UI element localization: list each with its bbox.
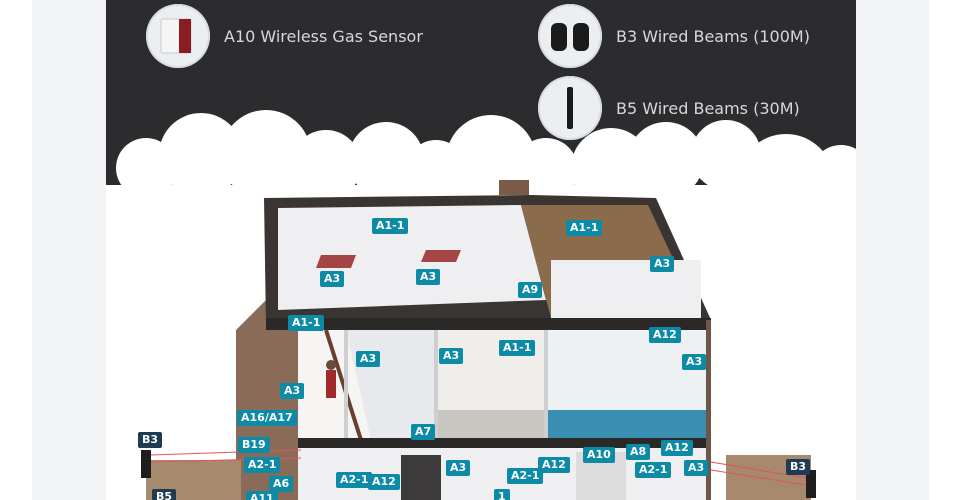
- sensor-tag[interactable]: A2-1: [507, 468, 544, 484]
- sensor-tag[interactable]: A3: [650, 256, 675, 272]
- sensor-tag[interactable]: A3: [320, 271, 345, 287]
- sensor-tag[interactable]: A2-1: [336, 472, 373, 488]
- product-item-b3-beams[interactable]: B3 Wired Beams (100M): [538, 4, 810, 68]
- product-label: B3 Wired Beams (100M): [616, 26, 810, 46]
- sensor-tag[interactable]: A2-1: [244, 457, 281, 473]
- sensor-tag[interactable]: A16/A17: [237, 410, 297, 426]
- sensor-tag[interactable]: A3: [684, 460, 709, 476]
- sensor-tag[interactable]: A1-1: [372, 218, 409, 234]
- sensor-tag[interactable]: A1-1: [499, 340, 536, 356]
- sensor-tag[interactable]: A2-1: [635, 462, 672, 478]
- product-label: A10 Wireless Gas Sensor: [224, 26, 423, 46]
- sensor-tag[interactable]: A11: [246, 491, 278, 500]
- sensor-tag[interactable]: A1-1: [288, 315, 325, 331]
- sensor-tag[interactable]: B3: [786, 459, 811, 475]
- sensor-tag[interactable]: A8: [626, 444, 651, 460]
- sensor-tag[interactable]: A12: [368, 474, 400, 490]
- sensor-tag[interactable]: A3: [416, 269, 441, 285]
- sensor-tag[interactable]: B19: [238, 437, 270, 453]
- sensor-tag[interactable]: 1: [494, 489, 510, 500]
- sensor-tag[interactable]: A12: [649, 327, 681, 343]
- beam-sensor-icon: [538, 4, 602, 68]
- sensor-tag[interactable]: A3: [439, 348, 464, 364]
- sensor-tag[interactable]: B5: [152, 489, 177, 500]
- sensor-tag[interactable]: A10: [583, 447, 615, 463]
- sensor-tag[interactable]: A3: [356, 351, 381, 367]
- gas-sensor-icon: [146, 4, 210, 68]
- sensor-tag[interactable]: A3: [682, 354, 707, 370]
- beam-bar-icon: [538, 76, 602, 140]
- product-item-b5-beams[interactable]: B5 Wired Beams (30M): [538, 76, 800, 140]
- sensor-tag[interactable]: B3: [138, 432, 163, 448]
- sensor-tag[interactable]: A3: [446, 460, 471, 476]
- sensor-tag[interactable]: A1-1: [566, 220, 603, 236]
- house-cutaway-illustration: [141, 180, 816, 500]
- sensor-tag[interactable]: A12: [661, 440, 693, 456]
- sensor-tag[interactable]: A7: [411, 424, 436, 440]
- sensor-tag[interactable]: A3: [280, 383, 305, 399]
- sensor-tag[interactable]: A12: [538, 457, 570, 473]
- sensor-tag[interactable]: A9: [518, 282, 543, 298]
- product-panel: A10 Wireless Gas Sensor B3 Wired Beams (…: [106, 0, 856, 500]
- sensor-tag[interactable]: A6: [269, 476, 294, 492]
- product-label: B5 Wired Beams (30M): [616, 98, 800, 118]
- product-item-gas-sensor[interactable]: A10 Wireless Gas Sensor: [146, 4, 423, 68]
